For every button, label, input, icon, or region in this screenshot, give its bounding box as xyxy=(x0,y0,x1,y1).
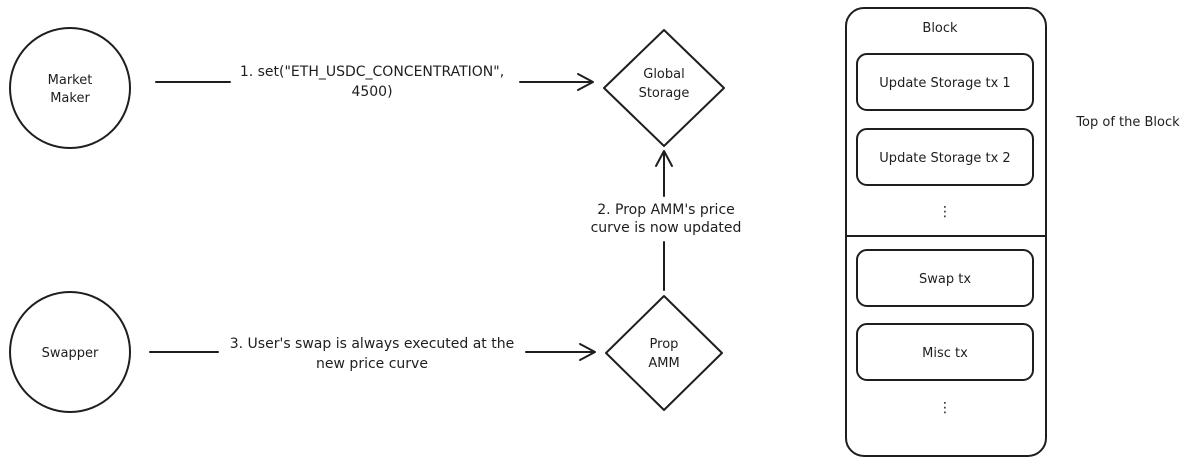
swap-tx-label: Swap tx xyxy=(919,272,971,287)
set-arrow[interactable] xyxy=(155,73,594,91)
swap-label-line1: 3. User's swap is always executed at the xyxy=(230,336,514,352)
swap-tx[interactable]: Swap tx xyxy=(856,249,1034,307)
swapper-node[interactable]: Swapper xyxy=(9,291,131,413)
swapper-label: Swapper xyxy=(42,346,99,361)
global-storage-label-line1: Global xyxy=(643,67,684,82)
update-arrow[interactable] xyxy=(655,150,673,291)
set-label-line2: 4500) xyxy=(351,84,392,100)
prop-amm-label-line1: Prop xyxy=(650,337,679,352)
update-storage-tx-1[interactable]: Update Storage tx 1 xyxy=(856,53,1034,111)
update-storage-tx-1-label: Update Storage tx 1 xyxy=(879,76,1010,91)
update-label-line2: curve is now updated xyxy=(591,220,742,236)
market-maker-label-line2: Maker xyxy=(50,91,90,106)
global-storage-node[interactable]: Global Storage xyxy=(603,29,725,147)
swap-arrow[interactable] xyxy=(149,343,596,361)
block-title: Block xyxy=(922,21,958,36)
set-label-line1: 1. set("ETH_USDC_CONCENTRATION", xyxy=(240,64,504,80)
market-maker-node[interactable]: Market Maker xyxy=(9,27,131,149)
prop-amm-node[interactable]: Prop AMM xyxy=(605,295,723,411)
update-label-line1: 2. Prop AMM's price xyxy=(597,202,735,218)
block-ellipsis-top: ⋮ xyxy=(938,204,952,220)
market-maker-label-line1: Market xyxy=(48,73,93,88)
update-storage-tx-2[interactable]: Update Storage tx 2 xyxy=(856,128,1034,186)
top-of-block-label: Top of the Block xyxy=(1075,115,1180,130)
misc-tx-label: Misc tx xyxy=(922,346,968,361)
global-storage-label-line2: Storage xyxy=(639,86,690,101)
prop-amm-label-line2: AMM xyxy=(648,356,679,371)
block-container: Block xyxy=(845,7,1047,457)
update-storage-tx-2-label: Update Storage tx 2 xyxy=(879,151,1010,166)
swap-label-line2: new price curve xyxy=(316,356,428,372)
block-ellipsis-bottom: ⋮ xyxy=(938,400,952,416)
misc-tx[interactable]: Misc tx xyxy=(856,323,1034,381)
